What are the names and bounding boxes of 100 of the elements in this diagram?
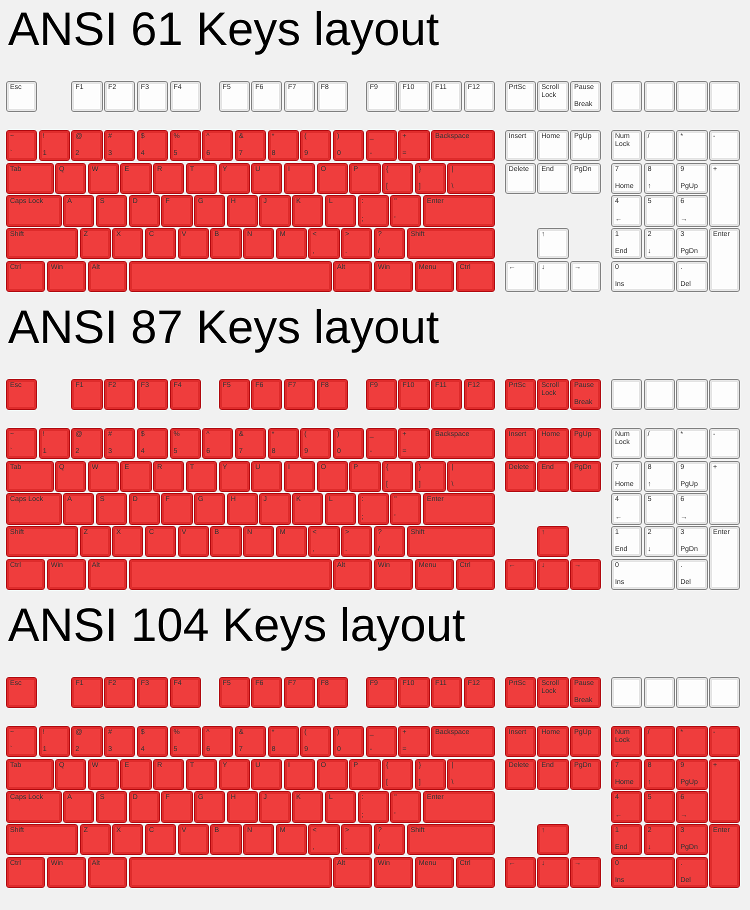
keyboard-key — [504, 81, 536, 112]
keyboard-key — [537, 558, 569, 590]
keyboard-key — [6, 526, 78, 558]
keyboard-key — [316, 460, 348, 492]
keyboard-key — [709, 81, 740, 112]
keyboard-key — [610, 460, 642, 492]
keyboard-key — [178, 824, 209, 856]
keyboard-key — [202, 130, 234, 162]
keyboard-key — [194, 195, 226, 227]
keyboard-key — [644, 824, 675, 856]
keyboard-key — [610, 228, 642, 260]
keyboard-key — [431, 677, 462, 708]
keyboard-key — [96, 493, 128, 525]
keyboard-key — [88, 460, 119, 492]
keyboard-key — [676, 81, 708, 112]
keyboard-key — [104, 726, 136, 758]
keyboard-key — [537, 856, 569, 888]
keyboard-key — [610, 856, 675, 888]
keyboard-key — [300, 130, 332, 162]
keyboard-key — [537, 162, 569, 194]
keyboard-key — [80, 526, 111, 558]
keyboard-key — [6, 195, 62, 227]
keyboard-key — [676, 130, 708, 162]
keyboard-key — [676, 428, 708, 460]
keyboard-key — [644, 130, 675, 162]
keyboard-key — [464, 677, 495, 708]
keyboard-key — [644, 460, 675, 492]
keyboard-key — [284, 677, 316, 708]
keyboard-key — [610, 824, 642, 856]
keyboard-key — [38, 726, 70, 758]
keyboard-key — [537, 677, 569, 708]
keyboard-key — [537, 379, 569, 410]
keyboard-key — [374, 228, 406, 260]
keyboard-key — [6, 824, 78, 856]
keyboard-key — [6, 726, 38, 758]
keyboard-key — [170, 379, 201, 410]
keyboard-key — [71, 428, 103, 460]
keyboard-key — [676, 824, 708, 856]
keyboard-key — [6, 493, 62, 525]
keyboard-key — [6, 260, 46, 292]
layout-heading: ANSI 104 Keys layout — [8, 599, 466, 651]
keyboard-key — [447, 758, 495, 790]
keyboard-key — [610, 558, 675, 590]
keyboard-key — [374, 856, 414, 888]
keyboard-key — [398, 726, 430, 758]
keyboard-key — [136, 428, 168, 460]
keyboard-key — [676, 493, 708, 525]
keyboard-key — [144, 824, 176, 856]
keyboard-key — [610, 758, 642, 790]
keyboard-key — [537, 130, 569, 162]
keyboard-key — [570, 758, 602, 790]
keyboard-key — [676, 856, 708, 888]
keyboard-key — [676, 558, 708, 590]
keyboard-key — [537, 260, 569, 292]
keyboard-key — [414, 260, 454, 292]
keyboard-key — [709, 428, 740, 460]
keyboard-key — [374, 526, 406, 558]
keyboard-key — [6, 130, 38, 162]
keyboard-key — [234, 428, 266, 460]
keyboard-key — [104, 677, 136, 708]
keyboard-key — [570, 81, 602, 112]
keyboard-key — [709, 130, 740, 162]
keyboard-key — [218, 162, 250, 194]
keyboard-key — [537, 81, 569, 112]
keyboard-key — [447, 460, 495, 492]
keyboard-key — [104, 379, 136, 410]
keyboard-key — [6, 228, 78, 260]
keyboard-key — [406, 228, 495, 260]
keyboard-key — [96, 195, 128, 227]
keyboard-key — [422, 493, 495, 525]
keyboard-key — [128, 260, 332, 292]
keyboard-key — [341, 228, 372, 260]
keyboard-key — [194, 791, 226, 823]
keyboard-key — [6, 81, 38, 112]
keyboard-key — [324, 195, 356, 227]
keyboard-key — [570, 162, 602, 194]
keyboard-key — [341, 526, 372, 558]
keyboard-key — [644, 379, 675, 410]
keyboard-key — [63, 791, 94, 823]
keyboard-key — [161, 493, 192, 525]
keyboard-key — [218, 758, 250, 790]
keyboard-key — [6, 460, 54, 492]
keyboard-key — [610, 379, 642, 410]
keyboard-key — [456, 558, 495, 590]
keyboard-key — [251, 677, 282, 708]
keyboard-key — [202, 726, 234, 758]
keyboard-key — [210, 824, 242, 856]
keyboard-key — [71, 81, 103, 112]
keyboard-key — [80, 228, 111, 260]
keyboard-key — [570, 677, 602, 708]
keyboard-key — [63, 493, 94, 525]
keyboard-key — [55, 460, 86, 492]
keyboard-key — [259, 493, 291, 525]
keyboard-key — [676, 162, 708, 194]
keyboard-key — [128, 493, 160, 525]
keyboard-key — [610, 726, 642, 758]
keyboard-key — [610, 162, 642, 194]
keyboard-key — [6, 856, 46, 888]
keyboard-key — [80, 824, 111, 856]
keyboard-key — [366, 130, 397, 162]
